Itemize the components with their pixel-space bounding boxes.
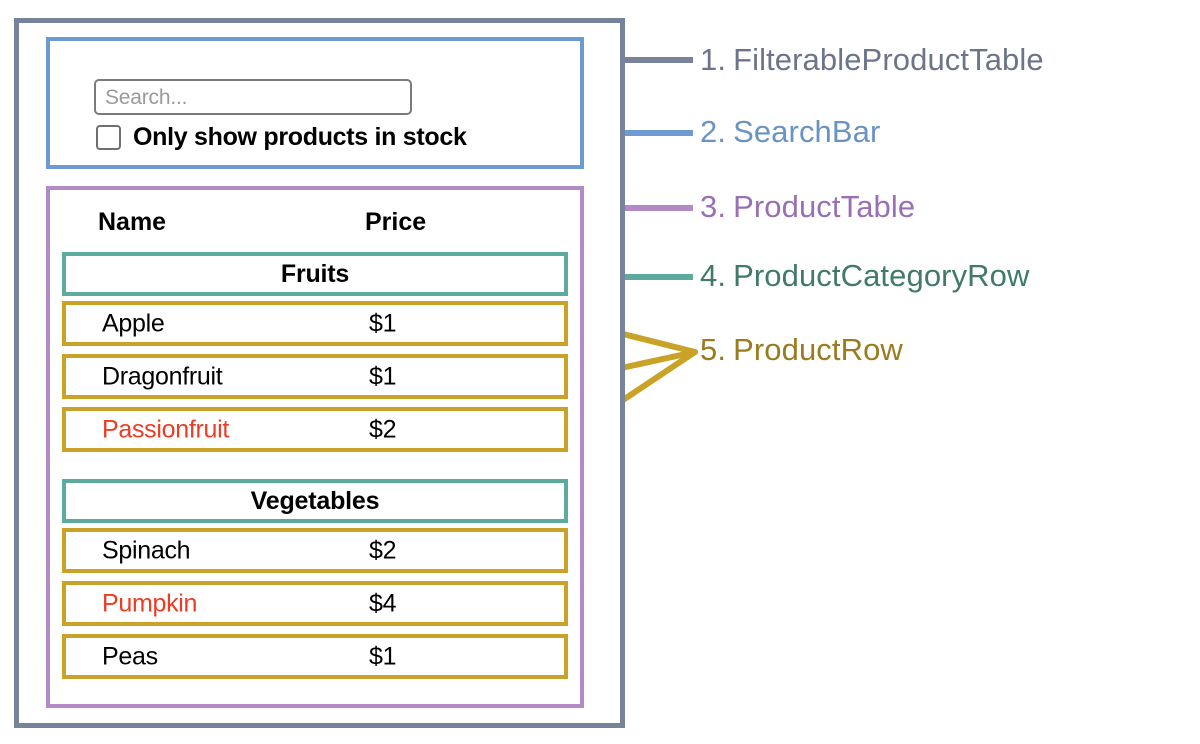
column-header-name: Name [98, 207, 167, 236]
legend-text: FilterableProductTable [733, 42, 1044, 77]
product-row-price: $1 [369, 362, 397, 390]
product-row-price: $2 [369, 536, 397, 564]
product-row: Passionfruit $2 [62, 407, 568, 452]
in-stock-filter-row[interactable]: Only show products in stock [96, 125, 467, 150]
legend-text: ProductRow [733, 332, 903, 367]
product-row-name: Pumpkin [102, 589, 198, 617]
product-row: Dragonfruit $1 [62, 354, 568, 399]
legend-number: 3. [700, 189, 727, 224]
product-category-row-label: Vegetables [250, 486, 380, 515]
legend-item-search-bar: 2.SearchBar [700, 114, 880, 150]
legend-item-product-table: 3.ProductTable [700, 189, 915, 225]
product-category-row: Fruits [62, 252, 568, 296]
product-category-row: Vegetables [62, 479, 568, 523]
product-row: Pumpkin $4 [62, 581, 568, 626]
legend-text: SearchBar [733, 114, 881, 149]
product-row-name: Dragonfruit [102, 362, 223, 390]
product-row-price: $1 [369, 642, 397, 670]
product-table-header: Name Price [50, 200, 580, 244]
product-row: Apple $1 [62, 301, 568, 346]
product-row-price: $1 [369, 309, 397, 337]
legend-item-product-category-row: 4.ProductCategoryRow [700, 258, 1030, 294]
search-input-placeholder: Search... [105, 85, 188, 109]
in-stock-checkbox[interactable] [96, 125, 121, 150]
legend-number: 5. [700, 332, 727, 367]
legend-item-filterable-product-table: 1.FilterableProductTable [700, 42, 1044, 78]
legend-number: 2. [700, 114, 727, 149]
product-row-price: $4 [369, 589, 397, 617]
product-row-name: Passionfruit [102, 415, 230, 443]
legend-text: ProductTable [733, 189, 916, 224]
legend-number: 4. [700, 258, 727, 293]
product-row-price: $2 [369, 415, 397, 443]
search-bar-frame: Search... Only show products in stock [46, 37, 584, 169]
product-table-frame: Name Price Fruits Apple $1 Dragonfruit $… [46, 186, 584, 708]
product-category-row-label: Fruits [280, 259, 350, 288]
legend-item-product-row: 5.ProductRow [700, 332, 903, 368]
product-row-name: Apple [102, 309, 165, 337]
legend-text: ProductCategoryRow [733, 258, 1030, 293]
product-row-name: Spinach [102, 536, 191, 564]
column-header-price: Price [365, 207, 427, 236]
in-stock-checkbox-label: Only show products in stock [133, 123, 467, 151]
product-row: Peas $1 [62, 634, 568, 679]
filterable-product-table-frame: Search... Only show products in stock Na… [14, 18, 625, 728]
search-input[interactable]: Search... [94, 79, 412, 115]
legend-number: 1. [700, 42, 727, 77]
product-table-body: Name Price Fruits Apple $1 Dragonfruit $… [50, 190, 580, 704]
product-row: Spinach $2 [62, 528, 568, 573]
product-row-name: Peas [102, 642, 158, 670]
